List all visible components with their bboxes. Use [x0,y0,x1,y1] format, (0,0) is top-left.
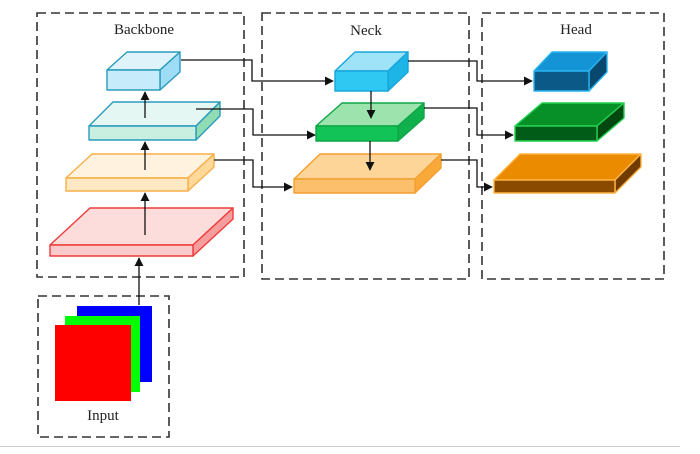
neck-layer-top-front-face [334,70,389,92]
edge-backbone-4-to-neck-top [181,59,334,86]
bottom-divider [0,446,680,447]
head-output-large [533,51,608,92]
backbone-layer-2-front-face [65,177,189,192]
backbone-layer-1-front-face [49,244,194,257]
neck-title: Neck [350,23,382,39]
backbone-layer-1 [49,207,234,257]
head-output-small [493,153,642,194]
edge-backbone-2-to-neck-bottom [214,159,293,192]
head-output-small-front-face [493,179,616,194]
input-red-channel [55,325,131,401]
neck-layer-mid [315,102,425,142]
neck-layer-bottom [293,153,442,194]
backbone-layer-4 [106,51,181,91]
head-section [481,12,665,280]
head-title: Head [560,22,592,38]
edge-neck-bottom-to-head [441,159,493,192]
backbone-layer-2 [65,153,215,192]
neck-layer-bottom-front-face [293,178,416,194]
input-section [37,295,170,438]
backbone-layer-3 [88,101,221,141]
edge-backbone-3-to-neck-mid [196,108,316,140]
backbone-section [36,12,245,278]
edge-neck-top-to-head [408,60,533,86]
backbone-layer-3-front-face [88,125,197,141]
head-output-medium-front-face [514,125,598,142]
backbone-title: Backbone [114,22,174,38]
neck-section [261,12,470,280]
backbone-layer-4-front-face [106,69,161,91]
neck-layer-top [334,51,409,92]
neck-layer-mid-front-face [315,125,399,142]
input-title: Input [87,408,119,424]
edge-neck-mid-to-head [424,107,514,140]
head-output-medium [514,102,625,142]
head-output-large-front-face [533,70,590,92]
